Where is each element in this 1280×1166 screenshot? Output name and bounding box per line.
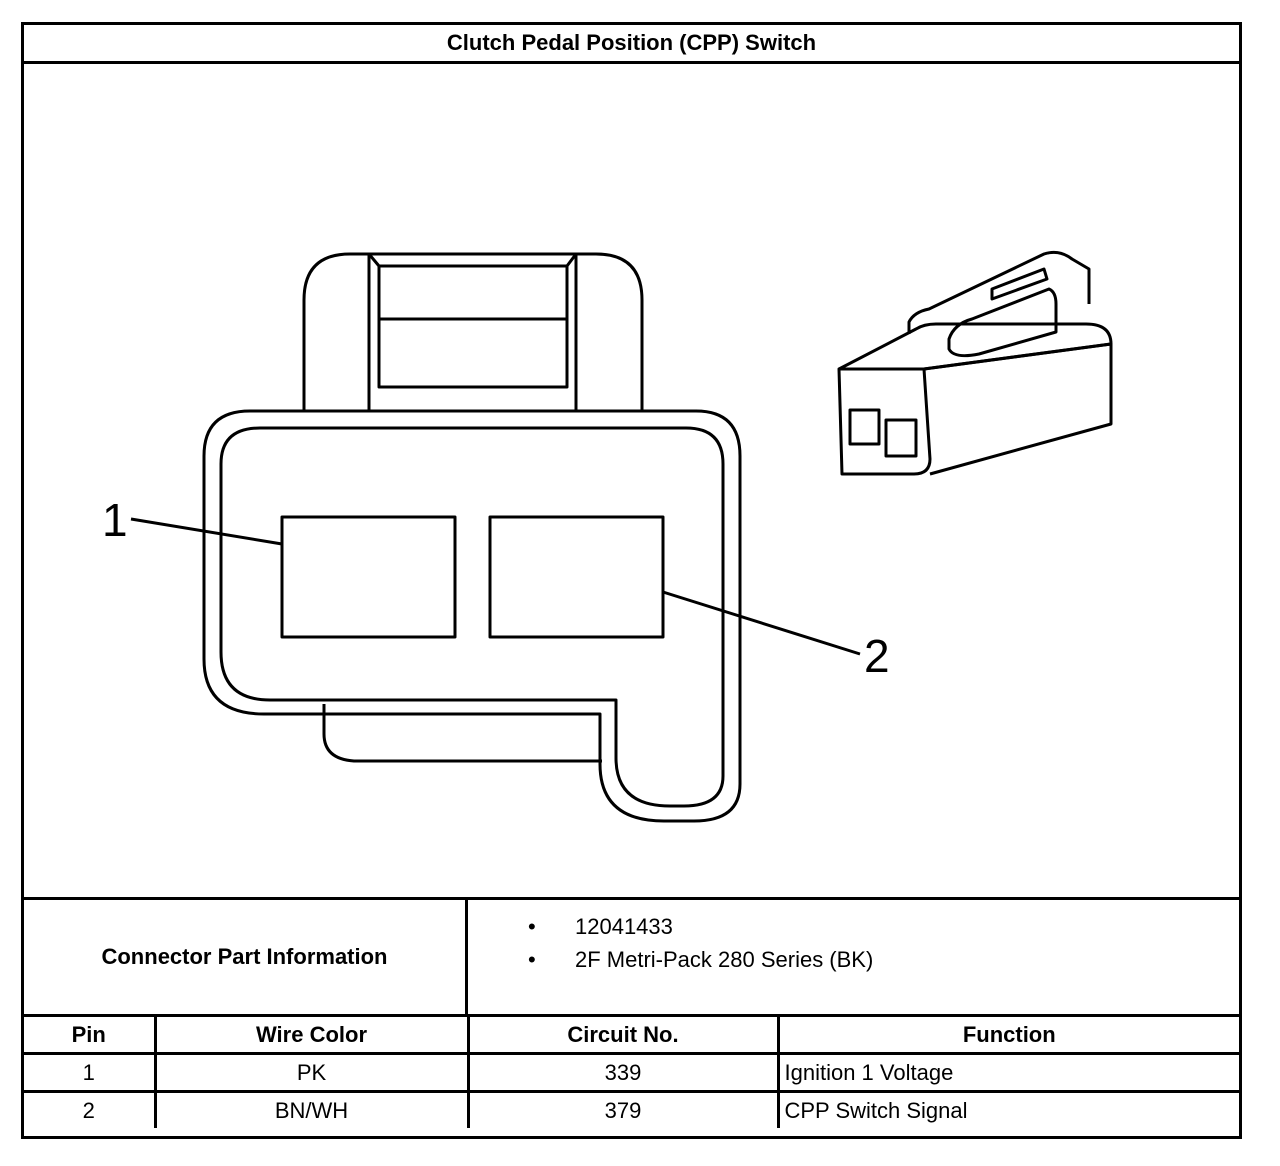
- iso-side-face: [923, 342, 1113, 476]
- connector-series: • 2F Metri-Pack 280 Series (BK): [468, 943, 1239, 976]
- body-outer-outline: [202, 409, 742, 823]
- connector-end-view-sheet: Clutch Pedal Position (CPP) Switch: [21, 22, 1242, 1139]
- latch-housing-outline: [302, 252, 644, 411]
- cell-wire-color: PK: [153, 1052, 470, 1093]
- connector-info-row: Connector Part Information • 12041433 • …: [24, 897, 1239, 1017]
- page-title: Clutch Pedal Position (CPP) Switch: [24, 25, 1239, 64]
- latch-corner-right: [565, 253, 578, 267]
- bullet-icon: •: [528, 947, 536, 972]
- cell-circuit-no: 379: [466, 1090, 780, 1128]
- series-text: 2F Metri-Pack 280 Series (BK): [575, 947, 874, 972]
- connector-info-list: • 12041433 • 2F Metri-Pack 280 Series (B…: [468, 900, 1239, 1024]
- latch-window: [377, 264, 569, 389]
- iso-latch-ramp: [907, 250, 1091, 334]
- cell-function: Ignition 1 Voltage: [776, 1052, 1239, 1093]
- terminal-cavity-2: [488, 515, 665, 639]
- table-header-row: Pin Wire Color Circuit No. Function: [24, 1017, 1239, 1055]
- bullet-icon: •: [528, 914, 536, 939]
- connector-face-view: 1 2: [102, 252, 890, 823]
- callout-pin-1: 1: [102, 494, 128, 546]
- cell-pin: 2: [24, 1090, 157, 1128]
- terminal-cavity-1: [280, 515, 457, 639]
- callout-pin-2: 2: [864, 630, 890, 682]
- body-inner-outline: [219, 426, 725, 808]
- cell-function: CPP Switch Signal: [776, 1090, 1239, 1128]
- connector-info-label: Connector Part Information: [24, 900, 468, 1014]
- iso-cavity-2: [884, 418, 918, 458]
- latch-housing-inner: [367, 254, 578, 411]
- cell-circuit-no: 339: [466, 1052, 780, 1093]
- connector-part-number: • 12041433: [468, 910, 1239, 943]
- callout-leader-1: [130, 517, 283, 546]
- iso-latch-slot: [947, 287, 1058, 358]
- pinout-table: Pin Wire Color Circuit No. Function 1 PK…: [24, 1017, 1239, 1128]
- iso-latch-top: [990, 267, 1049, 301]
- header-circuit-no: Circuit No.: [466, 1017, 780, 1055]
- iso-cavity-1: [848, 408, 881, 446]
- rear-tab-outline: [322, 704, 602, 763]
- connector-isometric-view: [837, 250, 1113, 476]
- callout-leader-2: [662, 590, 861, 656]
- header-pin: Pin: [24, 1017, 157, 1055]
- header-function: Function: [776, 1017, 1239, 1055]
- cell-wire-color: BN/WH: [153, 1090, 470, 1128]
- header-wire-color: Wire Color: [153, 1017, 470, 1055]
- cell-pin: 1: [24, 1052, 157, 1093]
- table-row: 1 PK 339 Ignition 1 Voltage: [24, 1052, 1239, 1093]
- iso-top-face: [838, 322, 1113, 371]
- latch-corner-left: [367, 253, 381, 267]
- iso-front-face: [837, 367, 932, 476]
- table-row: 2 BN/WH 379 CPP Switch Signal: [24, 1090, 1239, 1128]
- connector-drawing: 1 2: [102, 250, 1113, 823]
- connector-diagram: 1 2: [24, 64, 1239, 897]
- part-number-text: 12041433: [575, 914, 673, 939]
